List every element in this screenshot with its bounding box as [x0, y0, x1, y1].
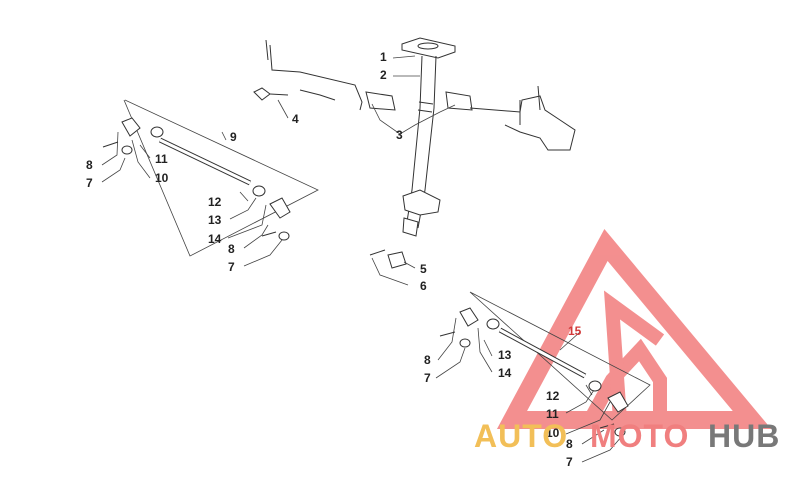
callout-2: 2 — [380, 68, 387, 82]
callout-right-7-bottom: 7 — [566, 455, 573, 469]
callout-left-8-bottom: 8 — [228, 242, 235, 256]
callout-1: 1 — [380, 50, 387, 64]
callout-left-9: 9 — [230, 130, 237, 144]
callout-right-13: 13 — [498, 348, 512, 362]
callout-left-10: 10 — [155, 171, 169, 185]
right-tie-rod — [439, 307, 629, 437]
callout-left-8-top: 8 — [86, 158, 93, 172]
watermark-logo-icon — [496, 229, 772, 429]
callout-6: 6 — [420, 279, 427, 293]
callout-left-7-top: 7 — [86, 176, 93, 190]
callout-left-13: 13 — [208, 213, 222, 227]
callout-right-8-bottom: 8 — [566, 437, 573, 451]
callout-left-14: 14 — [208, 232, 222, 246]
callout-left-7-bottom: 7 — [228, 260, 235, 274]
callout-right-12: 12 — [546, 389, 560, 403]
callout-right-8-top: 8 — [424, 353, 431, 367]
callout-right-15: 15 — [568, 324, 582, 338]
callout-4: 4 — [292, 112, 299, 126]
callout-leaders — [101, 55, 651, 463]
steering-column — [253, 37, 576, 269]
callout-3: 3 — [396, 128, 403, 142]
watermark-hub: HUB — [708, 418, 781, 454]
callout-right-11: 11 — [546, 407, 559, 421]
watermark-moto: MOTO — [590, 418, 690, 454]
callout-right-10: 10 — [546, 426, 560, 440]
callout-right-7-top: 7 — [424, 371, 431, 385]
callout-left-11: 11 — [155, 152, 168, 166]
callout-5: 5 — [420, 262, 427, 276]
callout-left-12: 12 — [208, 195, 222, 209]
watermark-auto: AUTO — [474, 418, 569, 454]
callout-right-14: 14 — [498, 366, 512, 380]
left-tie-rod — [102, 117, 291, 241]
